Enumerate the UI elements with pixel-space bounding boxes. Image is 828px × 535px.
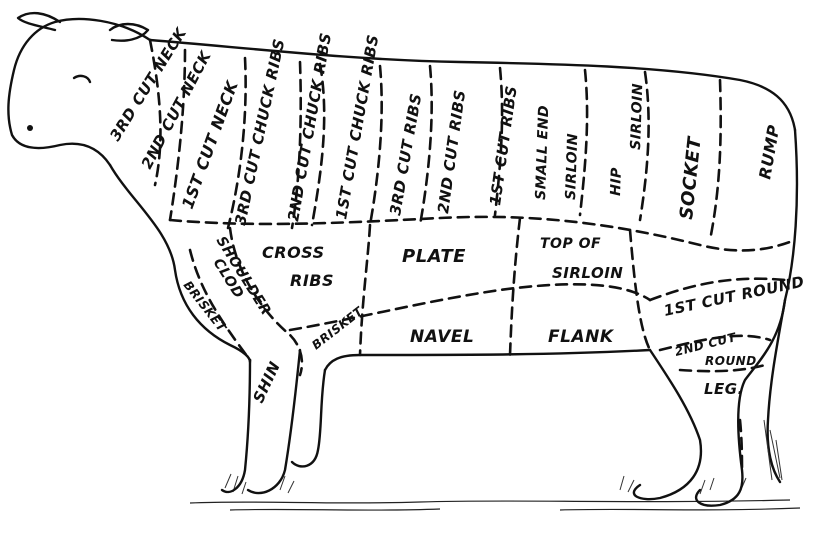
label-third-cut-chuck-ribs: 3RD CUT CHUCK RIBS xyxy=(231,37,288,227)
label-first-cut-round: 1ST CUT ROUND xyxy=(662,273,806,320)
label-top-of: TOP OF xyxy=(540,236,601,252)
label-third-cut-ribs: 3RD CUT RIBS xyxy=(386,92,425,217)
label-hip: HIP xyxy=(608,167,625,196)
label-navel: NAVEL xyxy=(410,327,474,347)
cut-labels: 3RD CUT NECK 2ND CUT NECK 1ST CUT NECK 3… xyxy=(106,24,806,406)
label-small-end-sirloin: SIRLOIN xyxy=(563,133,581,200)
label-socket: SOCKET xyxy=(676,135,706,221)
label-hip-sirloin: SIRLOIN xyxy=(628,83,646,150)
label-plate: PLATE xyxy=(402,246,466,267)
label-rump: RUMP xyxy=(755,123,783,180)
label-flank: FLANK xyxy=(548,327,615,347)
label-second-cut-round: ROUND xyxy=(705,354,757,368)
label-small-end: SMALL END xyxy=(533,105,552,200)
label-cross: CROSS xyxy=(262,243,325,262)
label-first-cut-ribs: 1ST CUT RIBS xyxy=(486,85,521,207)
label-brisket-rear: BRISKET xyxy=(309,304,366,353)
label-top-of-sirloin: SIRLOIN xyxy=(552,264,623,282)
label-second-cut-ribs: 2ND CUT RIBS xyxy=(434,89,469,215)
label-shin: SHIN xyxy=(249,359,284,406)
cut-boundaries xyxy=(150,40,795,470)
label-second-cut-chuck-ribs: 2ND CUT CHUCK RIBS xyxy=(284,31,335,223)
label-cross-ribs: RIBS xyxy=(290,271,334,290)
label-leg: LEG. xyxy=(704,380,744,398)
